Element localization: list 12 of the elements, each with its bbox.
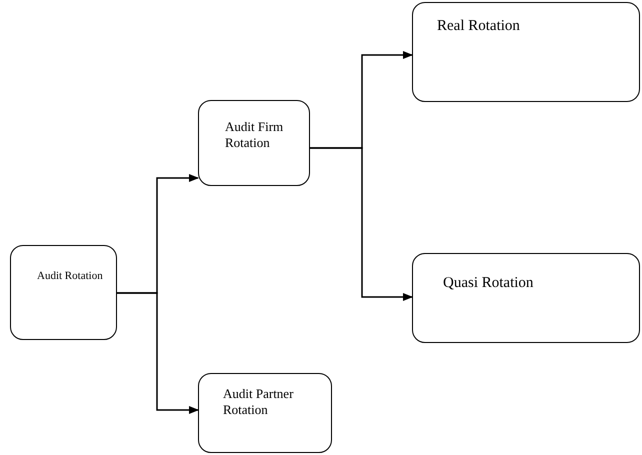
process-box xyxy=(412,253,640,343)
box-label: Audit Firm Rotation xyxy=(225,119,284,152)
connector-arrow xyxy=(310,147,413,301)
box-label: Real Rotation xyxy=(437,17,521,36)
connector-arrow xyxy=(117,292,199,414)
process-box xyxy=(198,373,332,453)
box-label: Quasi Rotation xyxy=(443,274,534,293)
box-label: Audit Partner Rotation xyxy=(223,386,294,418)
process-box xyxy=(198,100,310,186)
process-box xyxy=(10,245,117,340)
process-box xyxy=(412,2,640,102)
box-label: Audit Rotation xyxy=(37,270,104,284)
